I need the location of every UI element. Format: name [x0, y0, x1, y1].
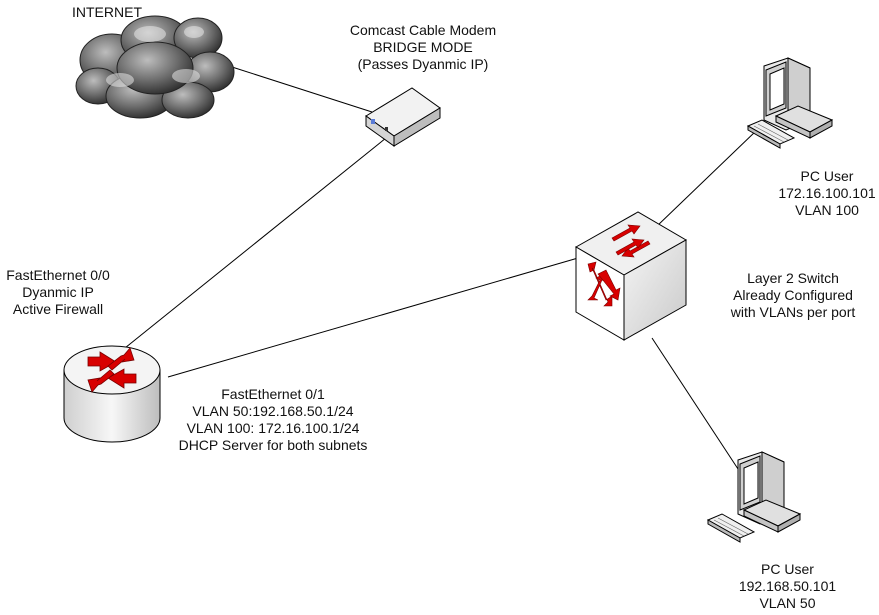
pc-top-label-line: PC User [800, 168, 854, 184]
modem-label: Comcast Cable Modem BRIDGE MODE (Passes … [318, 22, 528, 73]
router-wan-line: FastEthernet 0/0 [6, 267, 110, 283]
router-wan-line: Active Firewall [12, 301, 104, 317]
switch-label-line: with VLANs per port [730, 304, 856, 320]
link-modem-router [119, 137, 387, 353]
router-lan-label: FastEthernet 0/1 VLAN 50:192.168.50.1/24… [168, 386, 378, 454]
modem-label-line: (Passes Dyanmic IP) [357, 56, 489, 72]
pc-icon [706, 451, 802, 543]
connections [119, 66, 758, 473]
router-wan-line: Dyanmic IP [22, 284, 94, 300]
router-lan-line: VLAN 50:192.168.50.1/24 [192, 403, 354, 419]
internet-label-text: INTERNET [72, 4, 142, 20]
internet-label: INTERNET [72, 4, 142, 21]
pc-bottom-label-line: VLAN 50 [759, 595, 816, 611]
router-lan-line: FastEthernet 0/1 [221, 386, 325, 402]
cloud-icon [75, 15, 235, 119]
pc-bottom-label-line: PC User [761, 561, 814, 577]
link-internet-modem [231, 66, 373, 113]
link-switch-pcbottom [651, 337, 741, 473]
router-icon [63, 345, 161, 443]
pc-top-label-line: 172.16.100.101 [778, 185, 876, 201]
modem-label-line: BRIDGE MODE [373, 39, 473, 55]
pc-bottom-label-line: 192.168.50.101 [738, 578, 837, 594]
pc-top-label: PC User 172.16.100.101 VLAN 100 [772, 168, 879, 219]
router-lan-line: DHCP Server for both subnets [178, 437, 368, 453]
router-lan-line: VLAN 100: 172.16.100.1/24 [186, 420, 360, 436]
link-switch-pctop [655, 129, 758, 228]
pc-top-label-line: VLAN 100 [795, 202, 859, 218]
modem-icon [365, 87, 441, 147]
modem-label-line: Comcast Cable Modem [349, 22, 497, 38]
router-wan-label: FastEthernet 0/0 Dyanmic IP Active Firew… [0, 267, 118, 318]
switch-label-line: Already Configured [733, 287, 853, 303]
switch-label: Layer 2 Switch Already Configured with V… [718, 270, 868, 321]
switch-label-line: Layer 2 Switch [747, 270, 839, 286]
pc-bottom-label: PC User 192.168.50.101 VLAN 50 [730, 561, 845, 612]
pc-icon [746, 57, 834, 149]
switch-icon [574, 211, 688, 341]
link-router-switch [167, 257, 579, 378]
